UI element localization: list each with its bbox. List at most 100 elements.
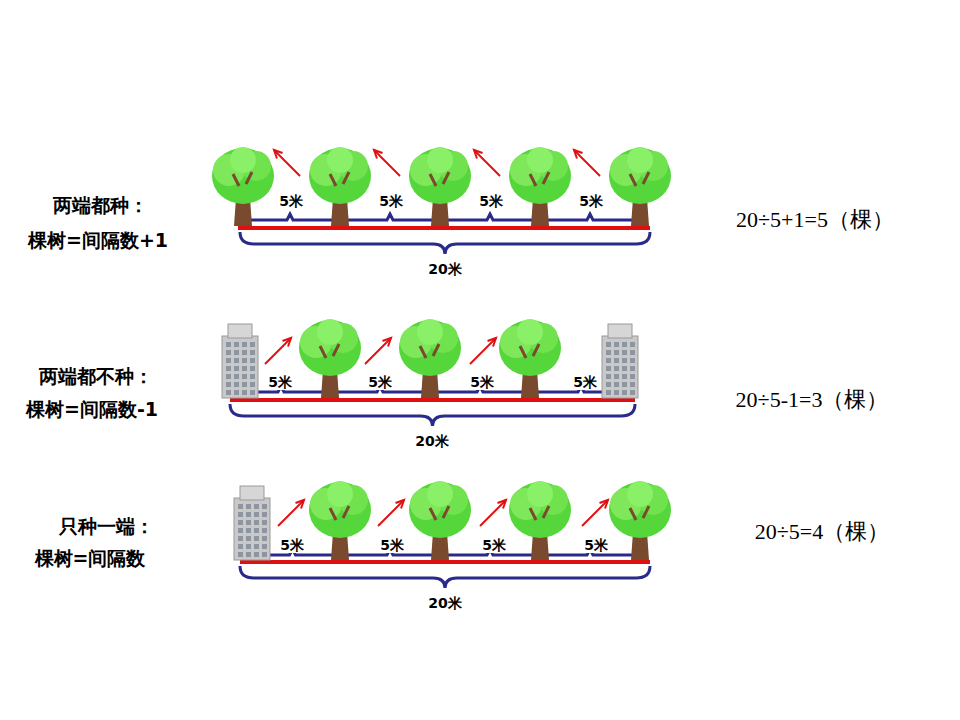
building-window: [242, 350, 247, 355]
building-window: [262, 536, 267, 541]
building-window: [234, 342, 239, 347]
building-window: [614, 390, 619, 395]
building-window: [622, 366, 627, 371]
tree-crown: [230, 147, 256, 173]
building-window: [234, 382, 239, 387]
building-window: [622, 390, 627, 395]
direction-arrow: [396, 500, 404, 508]
tree-crown: [427, 147, 453, 173]
tree-crown: [509, 148, 571, 204]
tree-crown: [517, 319, 543, 345]
row-title: 两端都种：: [53, 194, 148, 217]
tree-branch: [630, 506, 649, 520]
interval-length: 5米: [266, 374, 294, 391]
building-window: [246, 552, 251, 557]
tree-branch: [233, 172, 252, 186]
tree-branch: [430, 506, 449, 520]
tree-crown: [309, 482, 371, 538]
total-length: 20米: [413, 433, 450, 450]
building-window: [246, 544, 251, 549]
tree-crown: [299, 320, 361, 376]
interval-length: 5米: [468, 374, 496, 391]
building-window: [262, 544, 267, 549]
building-window: [606, 390, 611, 395]
tree-branch: [420, 344, 439, 358]
building-window: [226, 342, 231, 347]
direction-arrow: [582, 500, 608, 526]
tree-crown: [417, 319, 443, 345]
building-window: [614, 366, 619, 371]
tree-branch: [530, 506, 549, 520]
direction-arrow: [474, 150, 482, 158]
building-window: [630, 350, 635, 355]
interval-length: 5米: [480, 537, 508, 554]
direction-arrow: [365, 338, 391, 364]
tree-branch: [530, 172, 549, 186]
total-length: 20米: [426, 595, 463, 612]
interval-length: 5米: [582, 537, 610, 554]
tree-crown: [409, 482, 471, 538]
interval-bracket: [543, 214, 637, 220]
direction-arrow: [374, 150, 382, 158]
direction-arrow: [265, 338, 291, 364]
building-window: [606, 358, 611, 363]
building-window: [630, 382, 635, 387]
building-window: [238, 536, 243, 541]
tree-crown: [327, 147, 353, 173]
row-title: 两端都不种：: [39, 365, 153, 388]
building-window: [234, 366, 239, 371]
building-window: [254, 552, 259, 557]
building-window: [254, 528, 259, 533]
building-window: [262, 528, 267, 533]
interval-length: 5米: [378, 537, 406, 554]
building-window: [262, 520, 267, 525]
building-window: [246, 504, 251, 509]
tree-crown: [309, 148, 371, 204]
direction-arrow: [498, 500, 506, 508]
tree-crown: [327, 481, 353, 507]
direction-arrow: [296, 500, 304, 508]
tree-branch: [520, 344, 539, 358]
building-window: [226, 366, 231, 371]
building-window: [630, 390, 635, 395]
interval-length: 5米: [577, 193, 605, 210]
interval-length: 5米: [477, 193, 505, 210]
building-window: [246, 520, 251, 525]
direction-arrow: [600, 500, 608, 508]
building-window: [630, 366, 635, 371]
road-line: [230, 398, 635, 402]
building: [234, 498, 270, 560]
building-window: [630, 358, 635, 363]
building-window: [630, 374, 635, 379]
building-window: [238, 544, 243, 549]
rule-text: 棵树=间隔数+1: [28, 229, 168, 252]
building-window: [622, 358, 627, 363]
direction-arrow: [374, 150, 400, 176]
interval-length: 5米: [277, 193, 305, 210]
tree-crown: [527, 147, 553, 173]
building-window: [606, 366, 611, 371]
building-window: [614, 342, 619, 347]
building-window: [242, 358, 247, 363]
interval-length: 5米: [366, 374, 394, 391]
tree-crown: [609, 482, 671, 538]
tree-crown: [427, 481, 453, 507]
building-window: [238, 504, 243, 509]
building-window: [238, 520, 243, 525]
building-window: [614, 358, 619, 363]
tree-crown: [317, 319, 343, 345]
building-window: [606, 342, 611, 347]
tree-crown: [527, 481, 553, 507]
building-window: [226, 358, 231, 363]
building-window: [250, 390, 255, 395]
building-window: [238, 512, 243, 517]
interval-length: 5米: [377, 193, 405, 210]
interval-length: 5米: [278, 537, 306, 554]
building-window: [234, 374, 239, 379]
building: [602, 336, 638, 398]
building-window: [630, 342, 635, 347]
building-window: [622, 374, 627, 379]
tree-crown: [409, 148, 471, 204]
direction-arrow: [274, 150, 282, 158]
